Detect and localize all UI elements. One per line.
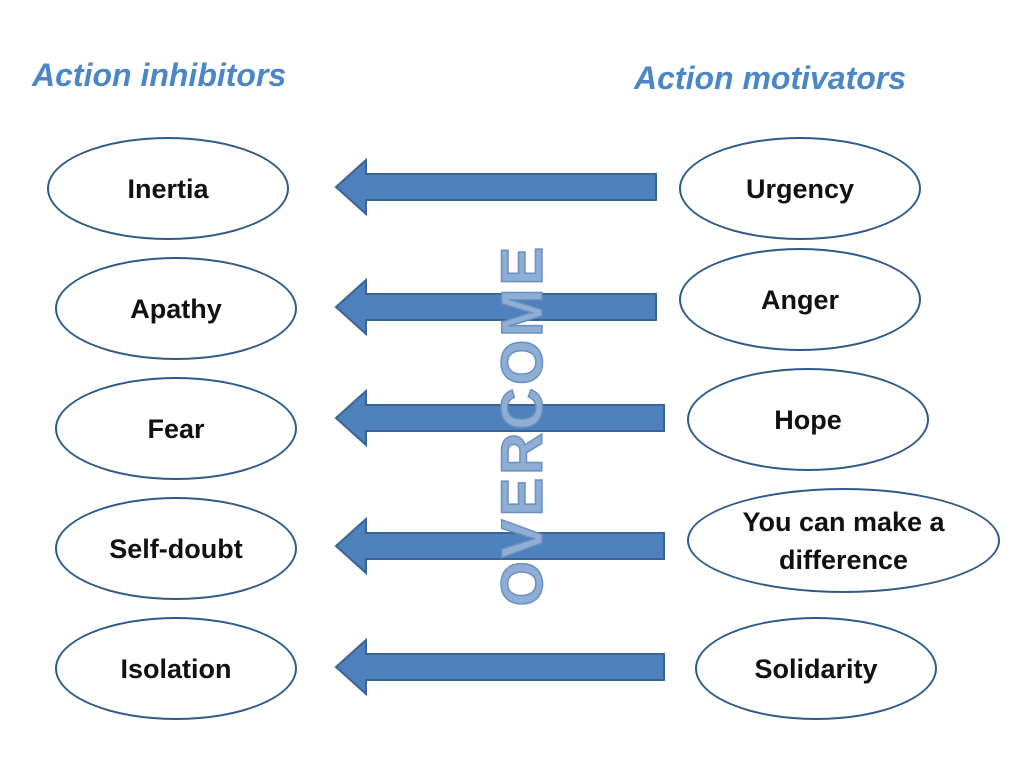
motivator-hope: Hope: [687, 368, 929, 471]
inhibitor-label: Isolation: [120, 653, 232, 684]
inhibitor-label: Self-doubt: [109, 533, 243, 564]
inhibitor-label: Inertia: [127, 173, 209, 204]
arrow-apathy: [334, 277, 657, 337]
arrow-isolation: [334, 637, 665, 697]
inhibitor-fear: Fear: [55, 377, 297, 480]
inhibitor-inertia: Inertia: [47, 137, 289, 240]
arrow-fear: [334, 388, 665, 448]
inhibitor-label: Fear: [147, 413, 205, 444]
overcome-label: OVERCOME: [489, 243, 556, 607]
motivator-label: Urgency: [745, 173, 855, 204]
motivator-label: Hope: [774, 404, 842, 435]
motivator-make-a-difference: You can make a difference: [687, 488, 1000, 593]
inhibitor-self-doubt: Self-doubt: [55, 497, 297, 600]
motivators-heading: Action motivators: [634, 60, 907, 96]
motivator-label: Solidarity: [754, 653, 878, 684]
motivator-urgency: Urgency: [679, 137, 921, 240]
motivator-anger: Anger: [679, 248, 921, 351]
inhibitors-heading: Action inhibitors: [32, 57, 287, 93]
inhibitor-isolation: Isolation: [55, 617, 297, 720]
motivator-label: Anger: [760, 284, 839, 315]
motivator-label: You can make a difference: [742, 506, 945, 575]
inhibitor-label: Apathy: [130, 293, 222, 324]
arrow-inertia: [334, 157, 657, 217]
motivator-solidarity: Solidarity: [695, 617, 937, 720]
arrow-self-doubt: [334, 516, 665, 576]
inhibitor-apathy: Apathy: [55, 257, 297, 360]
